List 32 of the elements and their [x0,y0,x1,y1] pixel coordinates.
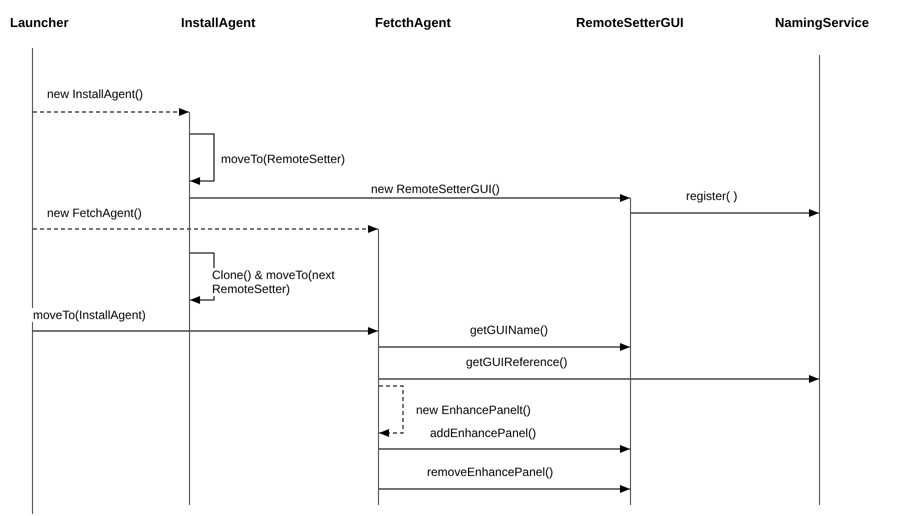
message-arrow [630,209,820,217]
message-arrow [190,134,214,185]
message-label: new FetchAgent() [46,206,143,220]
message-arrow [378,386,404,437]
message-label: new EnhancePanelt() [415,403,532,417]
message-label: addEnhancePanel() [429,426,538,440]
message-label: getGUIReference() [465,355,568,369]
lifeline [630,198,631,505]
message-arrow [190,194,630,202]
message-arrow [378,343,630,351]
message-arrow [378,485,630,493]
lifeline [819,55,820,505]
message-label: new RemoteSetterGUI() [370,182,501,196]
lifeline-header: FetcthAgent [375,15,451,30]
lifeline-header: NamingService [775,15,869,30]
message-arrow [32,327,378,335]
message-label: new InstallAgent() [46,87,144,101]
lifeline [189,112,190,505]
lifeline-header: InstallAgent [181,15,256,30]
lifeline-header: RemoteSetterGUI [576,15,684,30]
message-label: getGUIName() [469,323,550,337]
message-arrow [32,225,378,233]
message-label: removeEnhancePanel() [426,465,554,479]
message-label: register( ) [685,189,738,203]
lifeline [378,229,379,505]
message-arrow [32,108,190,116]
message-arrow [378,445,630,453]
lifeline-header: Launcher [10,15,69,30]
lifeline [32,48,33,514]
message-label: moveTo(InstallAgent) [32,308,147,322]
message-label: moveTo(RemoteSetter) [220,152,346,166]
message-arrow [378,375,820,383]
